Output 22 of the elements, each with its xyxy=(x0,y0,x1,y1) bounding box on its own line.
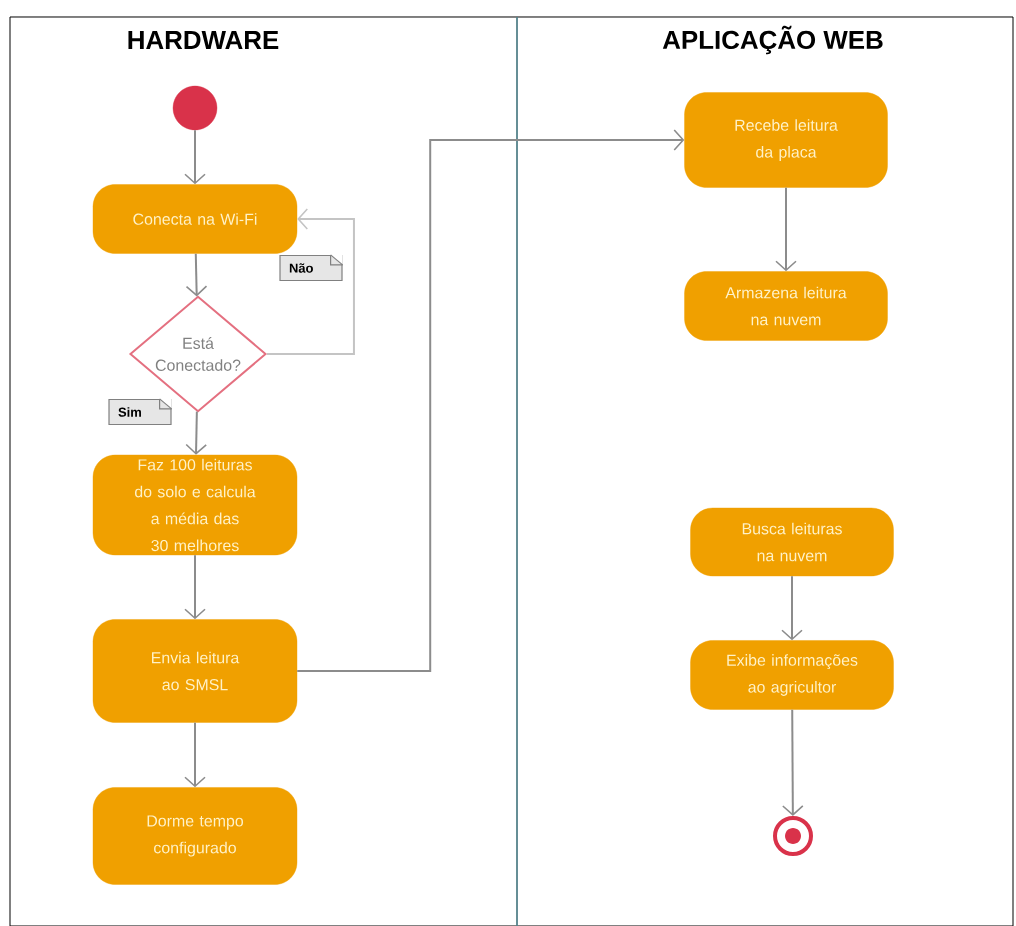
start-circle xyxy=(172,85,218,131)
activity-box: Recebe leitura da placa xyxy=(684,92,888,188)
activity-box: Conecta na Wi-Fi xyxy=(92,184,298,254)
activity-box: Exibe informações ao agricultor xyxy=(690,640,894,710)
activity-box: Dorme tempo configurado xyxy=(92,787,298,885)
arrow xyxy=(185,410,207,455)
arrow xyxy=(184,554,206,620)
end-circle xyxy=(773,816,813,856)
arrow xyxy=(296,129,685,672)
arrow xyxy=(781,575,803,641)
arrow xyxy=(184,129,206,185)
arrow xyxy=(782,708,804,816)
activity-box: Envia leitura ao SMSL xyxy=(92,619,298,723)
note-label: Sim xyxy=(108,398,173,426)
arrow xyxy=(775,186,797,272)
activity-box: Faz 100 leituras do solo e calcula a média das 30 melhores xyxy=(92,454,298,556)
activity-box: Armazena leitura na nuvem xyxy=(684,271,888,341)
arrow xyxy=(185,252,208,297)
arrow xyxy=(184,721,206,788)
arrow xyxy=(265,208,355,355)
activity-box: Busca leituras na nuvem xyxy=(690,507,894,577)
note-label: Não xyxy=(279,254,344,282)
